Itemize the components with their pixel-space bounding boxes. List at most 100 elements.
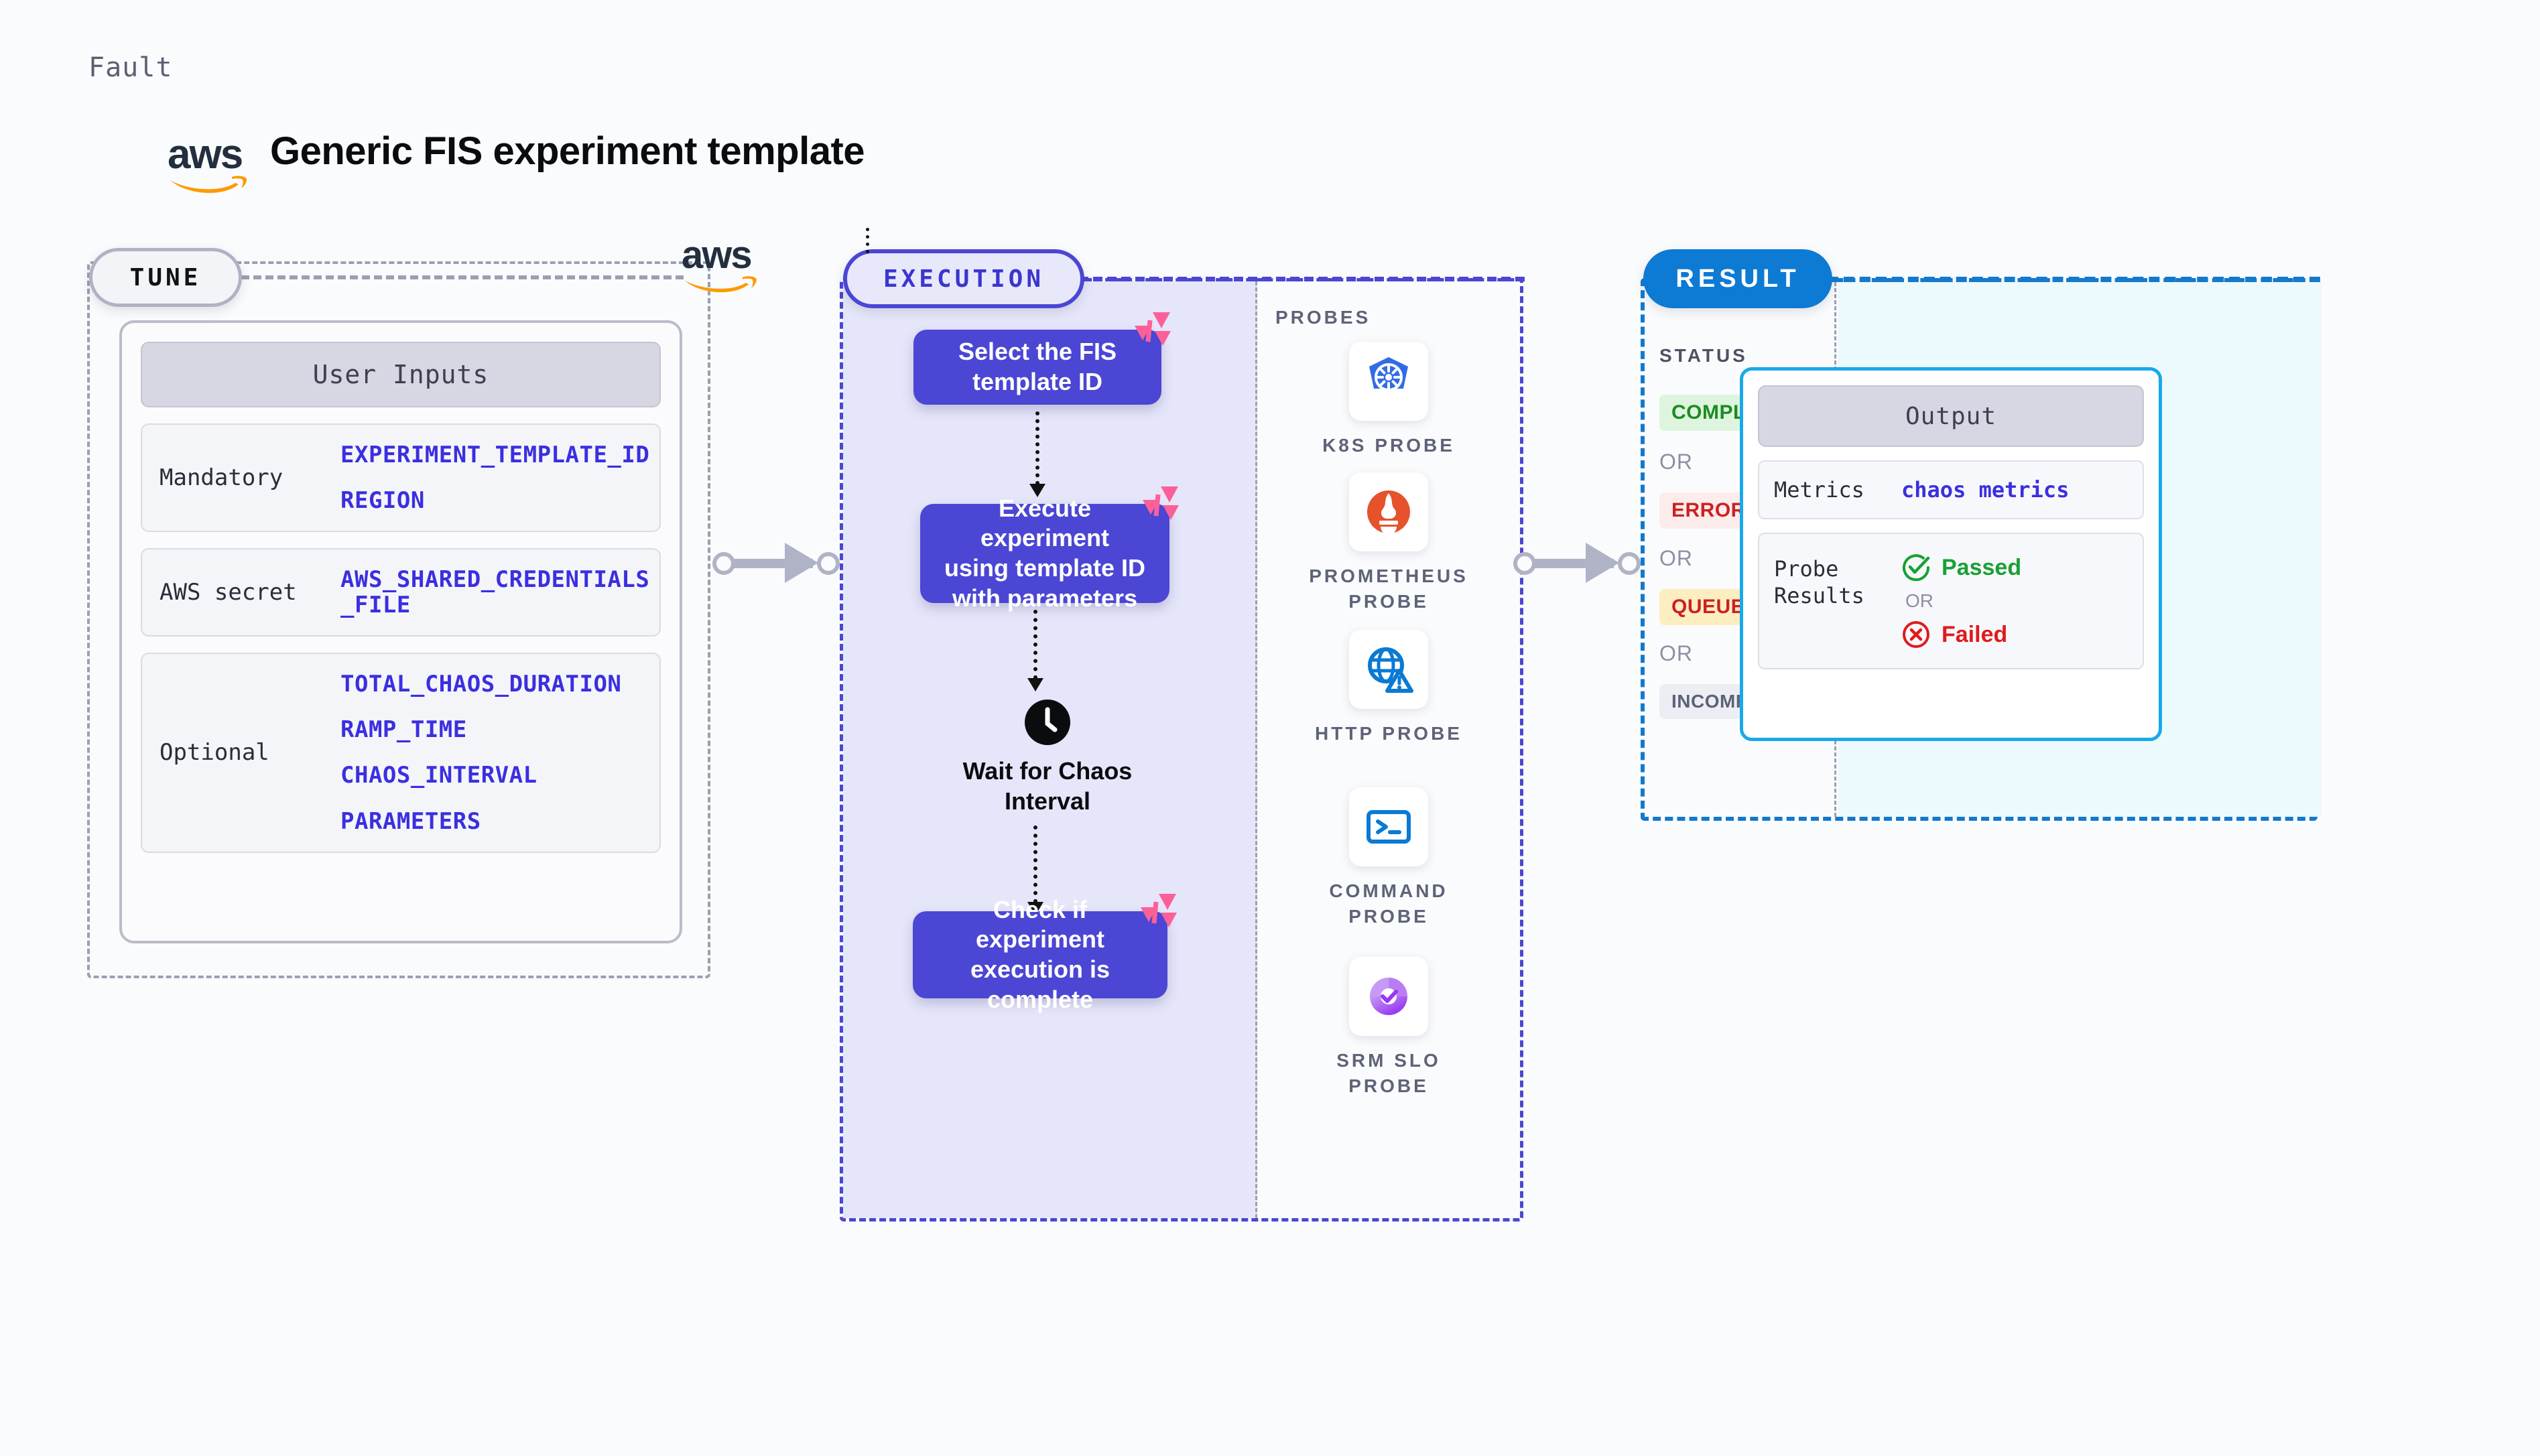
flow-step-label: Select the FIS template ID	[958, 338, 1117, 395]
env-var: EXPERIMENT_TEMPLATE_ID	[340, 442, 650, 468]
or-separator: OR	[1905, 590, 1933, 611]
env-var: REGION	[340, 487, 425, 515]
prometheus-icon	[1367, 490, 1410, 535]
phase-badge-tune-label: TUNE	[129, 263, 202, 291]
srm-slo-icon	[1370, 978, 1407, 1015]
output-header: Output	[1758, 385, 2144, 447]
probe-item-command[interactable]: COMMAND PROBE	[1256, 787, 1521, 929]
connector-dot-start	[712, 552, 735, 575]
output-metrics-label: Metrics	[1774, 477, 1864, 503]
phase-badge-result-label: RESULT	[1675, 264, 1800, 293]
or-separator: OR	[1659, 546, 1693, 570]
phase-badge-result[interactable]: RESULT	[1643, 249, 1832, 308]
flow-step-select-template[interactable]: Select the FIS template ID	[913, 312, 1171, 405]
input-group-mandatory: Mandatory EXPERIMENT_TEMPLATE_ID REGION	[141, 423, 661, 533]
probe-label: HTTP PROBE	[1315, 723, 1462, 744]
tune-region	[87, 261, 710, 978]
user-inputs-header: User Inputs	[141, 342, 661, 407]
input-group-label: Mandatory	[160, 464, 283, 492]
page-title: Generic FIS experiment template	[270, 129, 865, 173]
execution-flow-pane	[843, 281, 1257, 1218]
aws-logo: aws	[168, 134, 248, 194]
flow-step-execute-experiment[interactable]: Execute experiment using template ID wit…	[920, 486, 1179, 612]
phase-badge-tune[interactable]: TUNE	[89, 248, 242, 307]
x-circle-icon	[1903, 621, 1929, 648]
wait-label: Wait for Chaos Interval	[962, 757, 1133, 815]
aws-wordmark-text: aws	[168, 131, 243, 178]
or-separator: OR	[1659, 641, 1693, 665]
output-card: Output Metrics chaos metrics Probe Resul…	[1740, 367, 2162, 741]
tune-connector-dashes	[241, 275, 684, 279]
probe-item-srm-slo[interactable]: SRM SLO PROBE	[1256, 957, 1521, 1098]
env-var: RAMP_TIME	[340, 716, 467, 744]
output-row-probe-results: Probe Results Passed OR Failed	[1758, 533, 2144, 669]
litmus-logo-icon	[1141, 894, 1177, 927]
env-var: CHAOS_INTERVAL	[340, 762, 537, 789]
probe-item-k8s[interactable]: K8S PROBE	[1256, 342, 1521, 458]
connector-dot-end	[1618, 552, 1641, 575]
probe-tile	[1349, 342, 1428, 421]
probe-tile	[1349, 472, 1428, 551]
litmus-logo-icon	[1135, 312, 1171, 346]
probes-pane: PROBES	[1259, 281, 1525, 1218]
status-title: STATUS	[1659, 345, 1748, 366]
env-var: TOTAL_CHAOS_DURATION	[340, 671, 622, 698]
phase-badge-execution-label: EXECUTION	[883, 265, 1045, 293]
connector-dot-end	[817, 552, 840, 575]
output-probe-results-label: Probe Results	[1774, 556, 1864, 608]
eyebrow-label: Fault	[88, 52, 173, 83]
probe-label: K8S PROBE	[1322, 435, 1455, 456]
env-var: AWS_SHARED_CREDENTIALS _FILE	[340, 566, 650, 619]
probe-tile	[1349, 787, 1428, 866]
flow-step-wait-for-chaos: Wait for Chaos Interval	[920, 699, 1175, 816]
connector-dot-start	[1513, 552, 1536, 575]
flow-step-label: Execute experiment using template ID wit…	[944, 494, 1146, 612]
check-circle-icon	[1903, 554, 1930, 582]
execution-top-stub	[866, 228, 869, 253]
phase-badge-execution[interactable]: EXECUTION	[843, 249, 1084, 308]
aws-wordmark-text-inline: aws	[682, 233, 753, 277]
terminal-icon	[1367, 810, 1411, 844]
input-group-label: Optional	[160, 739, 269, 767]
connector-tune-to-execution	[712, 543, 840, 583]
probes-title: PROBES	[1275, 307, 1371, 328]
probe-label: PROMETHEUS PROBE	[1309, 566, 1468, 612]
input-group-label: AWS secret	[160, 579, 297, 606]
env-var: PARAMETERS	[340, 807, 481, 835]
connector-execution-to-result	[1513, 543, 1641, 583]
litmus-logo-icon	[1143, 486, 1179, 520]
input-group-vars: TOTAL_CHAOS_DURATION RAMP_TIME CHAOS_INT…	[340, 671, 621, 834]
kubernetes-icon	[1369, 357, 1408, 391]
input-group-optional: Optional TOTAL_CHAOS_DURATION RAMP_TIME …	[141, 653, 661, 853]
clock-icon	[1025, 700, 1070, 745]
probe-item-http[interactable]: HTTP PROBE	[1256, 630, 1521, 746]
probe-tile	[1349, 630, 1428, 709]
probe-result-passed-label: Passed	[1942, 554, 2022, 580]
probe-result-failed: Failed	[1901, 620, 2021, 649]
probe-label: SRM SLO PROBE	[1336, 1050, 1441, 1096]
probe-tile	[1349, 957, 1428, 1036]
http-globe-icon	[1368, 647, 1413, 693]
page-header: Fault aws Generic FIS experiment templat…	[84, 40, 888, 193]
probe-result-values: Passed OR Failed	[1901, 553, 2021, 649]
execution-region: PROBES	[840, 278, 1523, 1221]
flow-arrow-1	[1029, 411, 1045, 497]
aws-logo-inline: aws	[682, 236, 762, 310]
result-connector-dashes	[1828, 277, 2320, 282]
probe-result-passed: Passed	[1901, 553, 2021, 582]
input-group-vars: AWS_SHARED_CREDENTIALS _FILE	[340, 567, 649, 618]
input-group-vars: EXPERIMENT_TEMPLATE_ID REGION	[340, 442, 649, 513]
flow-arrow-2	[1027, 610, 1043, 691]
output-metrics-value[interactable]: chaos metrics	[1901, 477, 2070, 503]
aws-swoosh-icon	[170, 176, 247, 193]
flow-step-check-complete[interactable]: Check if experiment execution is complet…	[913, 894, 1177, 1013]
probe-item-prometheus[interactable]: PROMETHEUS PROBE	[1256, 472, 1521, 614]
probe-label: COMMAND PROBE	[1329, 880, 1448, 927]
input-group-aws-secret: AWS secret AWS_SHARED_CREDENTIALS _FILE	[141, 548, 661, 637]
flow-step-label: Check if experiment execution is complet…	[970, 895, 1110, 1013]
user-inputs-card: User Inputs Mandatory EXPERIMENT_TEMPLAT…	[119, 320, 682, 943]
execution-connector-dashes	[1079, 277, 1525, 281]
probe-result-failed-label: Failed	[1942, 621, 2008, 647]
aws-swoosh-icon-inline	[684, 276, 757, 293]
